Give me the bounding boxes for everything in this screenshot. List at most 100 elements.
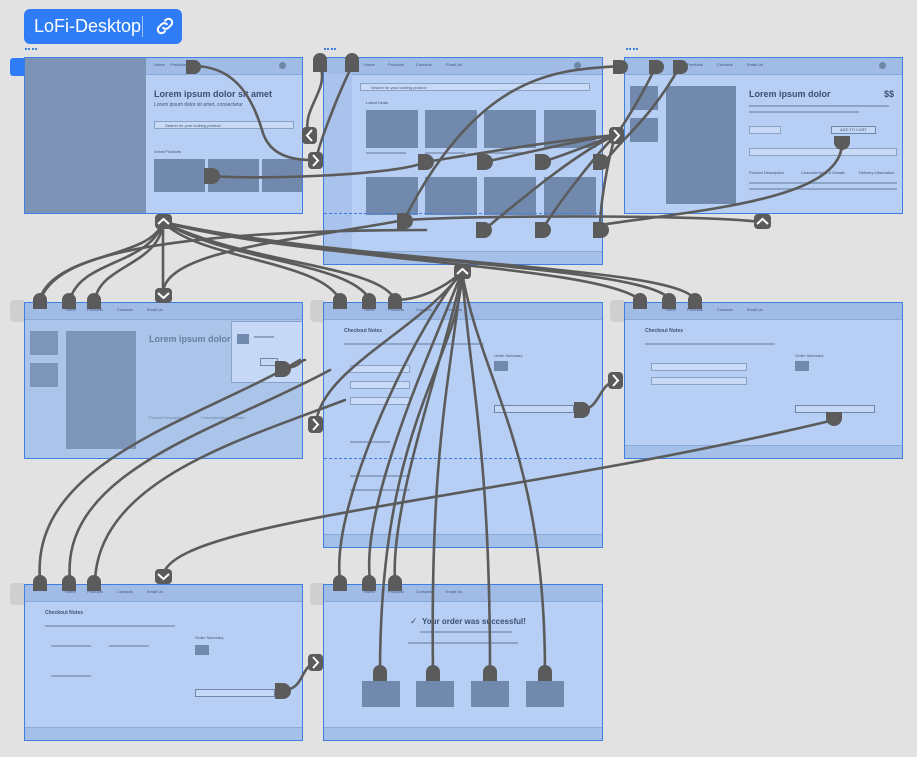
board-title-badge[interactable]: LoFi-Desktop — [24, 9, 182, 44]
thumbnail[interactable] — [30, 331, 58, 355]
place-order-button[interactable] — [195, 689, 275, 697]
card-caption — [425, 152, 465, 154]
nav-tab[interactable]: Contacts — [416, 307, 432, 312]
link-icon[interactable] — [154, 15, 176, 37]
nav-tab[interactable]: Contacts — [717, 307, 733, 312]
recommended-card[interactable] — [362, 681, 400, 707]
hero-image — [25, 58, 146, 213]
nav-tab[interactable]: Contacts — [416, 62, 432, 67]
order-summary-title: Order Summary — [195, 635, 224, 640]
search-placeholder: Search for your looking product — [165, 123, 221, 128]
product-card[interactable] — [366, 110, 418, 148]
product-card[interactable] — [484, 177, 536, 215]
nav-tab[interactable]: Products — [687, 307, 703, 312]
nav-tab[interactable]: Products — [388, 62, 404, 67]
frame-product-cart[interactable]: Home Products Contacts Email Us Lorem ip… — [24, 302, 303, 459]
frame-checkout[interactable]: Home Products Contacts Email Us Checkout… — [323, 302, 603, 548]
nav-tab[interactable]: Email Us — [446, 307, 463, 312]
nav-tab[interactable]: Contacts — [117, 307, 133, 312]
recommended-card[interactable] — [526, 681, 564, 707]
nav-tab[interactable]: Products — [687, 62, 703, 67]
checkout-steps — [344, 343, 484, 345]
nav-tab[interactable]: Home — [364, 307, 375, 312]
nav-tab[interactable]: Home — [65, 307, 76, 312]
address-field[interactable] — [350, 381, 410, 389]
frame-shadow — [10, 300, 24, 322]
frame-checkout-shipping[interactable]: Home Products Contacts Email Us Checkout… — [624, 302, 903, 459]
card-caption — [484, 152, 524, 154]
nav-tab[interactable]: Home — [364, 62, 375, 67]
tab-content — [749, 182, 897, 184]
frame-catalog[interactable]: Home Products Contacts Email Us Search f… — [323, 57, 603, 265]
nav-tab[interactable]: Home — [154, 62, 165, 67]
nav-tab[interactable]: Email Us — [147, 589, 164, 594]
nav-tab[interactable]: Home — [65, 589, 76, 594]
nav-tab[interactable]: Email Us — [446, 62, 463, 67]
checkout-steps — [645, 343, 775, 345]
tab-characteristics[interactable]: Characteristics & Details — [801, 170, 845, 175]
thumbnail[interactable] — [630, 86, 658, 110]
nav-tab[interactable]: Home — [665, 307, 676, 312]
nav-tab[interactable]: Contacts — [416, 589, 432, 594]
product-card[interactable] — [262, 159, 302, 192]
section-title: Great Products — [154, 149, 181, 154]
card-caption — [366, 152, 406, 154]
product-card[interactable] — [484, 110, 536, 148]
shipping-field[interactable] — [651, 363, 747, 371]
name-field[interactable] — [350, 365, 410, 373]
search-input[interactable]: Search for your looking product — [154, 121, 294, 129]
continue-button[interactable] — [494, 405, 574, 413]
options-field[interactable] — [749, 148, 897, 156]
nav-tab[interactable]: Email Us — [747, 307, 764, 312]
recommended-card[interactable] — [471, 681, 509, 707]
cart-item-image — [237, 334, 249, 344]
cart-icon[interactable] — [279, 62, 286, 69]
product-card[interactable] — [366, 177, 418, 215]
shipping-field[interactable] — [651, 377, 747, 385]
thumbnail[interactable] — [30, 363, 58, 387]
recommended-card[interactable] — [416, 681, 454, 707]
product-card[interactable] — [544, 177, 596, 215]
frame-product[interactable]: Products Contacts Email Us Lorem ipsum d… — [624, 57, 903, 214]
nav-tab[interactable]: Products — [388, 589, 404, 594]
success-message: Your order was successful! — [422, 617, 526, 626]
nav-tab[interactable]: Products — [170, 62, 186, 67]
nav-tab[interactable]: Email Us — [147, 307, 164, 312]
nav-tab[interactable]: Home — [364, 589, 375, 594]
frame-shadow — [10, 583, 24, 605]
continue-button[interactable] — [795, 405, 875, 413]
cart-popover[interactable] — [231, 321, 302, 383]
search-input[interactable]: Search for your looking product — [360, 83, 590, 91]
frame-shadow — [310, 583, 324, 605]
frame-home[interactable]: Home Products Lorem ipsum dolor sit amet… — [24, 57, 303, 214]
product-card[interactable] — [544, 110, 596, 148]
add-to-cart-button[interactable]: ADD TO CART — [831, 126, 876, 134]
product-card[interactable] — [208, 159, 259, 192]
nav-tab[interactable]: Email Us — [446, 589, 463, 594]
city-field[interactable] — [350, 397, 410, 405]
section-title: Latest Deals — [366, 100, 389, 105]
nav-tab[interactable]: Contacts — [117, 589, 133, 594]
quantity-stepper[interactable] — [749, 126, 781, 134]
payment-option — [51, 675, 91, 677]
tab-description[interactable]: Product Description — [149, 415, 184, 420]
product-card[interactable] — [425, 177, 477, 215]
product-card[interactable] — [425, 110, 477, 148]
thumbnail[interactable] — [630, 118, 658, 142]
product-card[interactable] — [154, 159, 205, 192]
cart-icon[interactable] — [879, 62, 886, 69]
cart-icon[interactable] — [574, 62, 581, 69]
nav-tab[interactable]: Contacts — [717, 62, 733, 67]
order-summary-title: Order Summary — [795, 353, 824, 358]
tab-characteristics[interactable]: Characteristics & Details — [201, 415, 245, 420]
tab-delivery[interactable]: Delivery information — [859, 170, 895, 175]
tab-description[interactable]: Product Description — [749, 170, 784, 175]
nav-tab[interactable]: Email Us — [747, 62, 764, 67]
check-circle-icon: ✓ — [410, 616, 418, 626]
frame-checkout-payment[interactable]: Home Products Contacts Email Us Checkout… — [24, 584, 303, 741]
checkout-button[interactable] — [260, 358, 278, 366]
nav-tab[interactable]: Products — [87, 307, 103, 312]
nav-tab[interactable]: Products — [388, 307, 404, 312]
frame-success[interactable]: Home Products Contacts Email Us ✓ Your o… — [323, 584, 603, 741]
nav-tab[interactable]: Products — [87, 589, 103, 594]
